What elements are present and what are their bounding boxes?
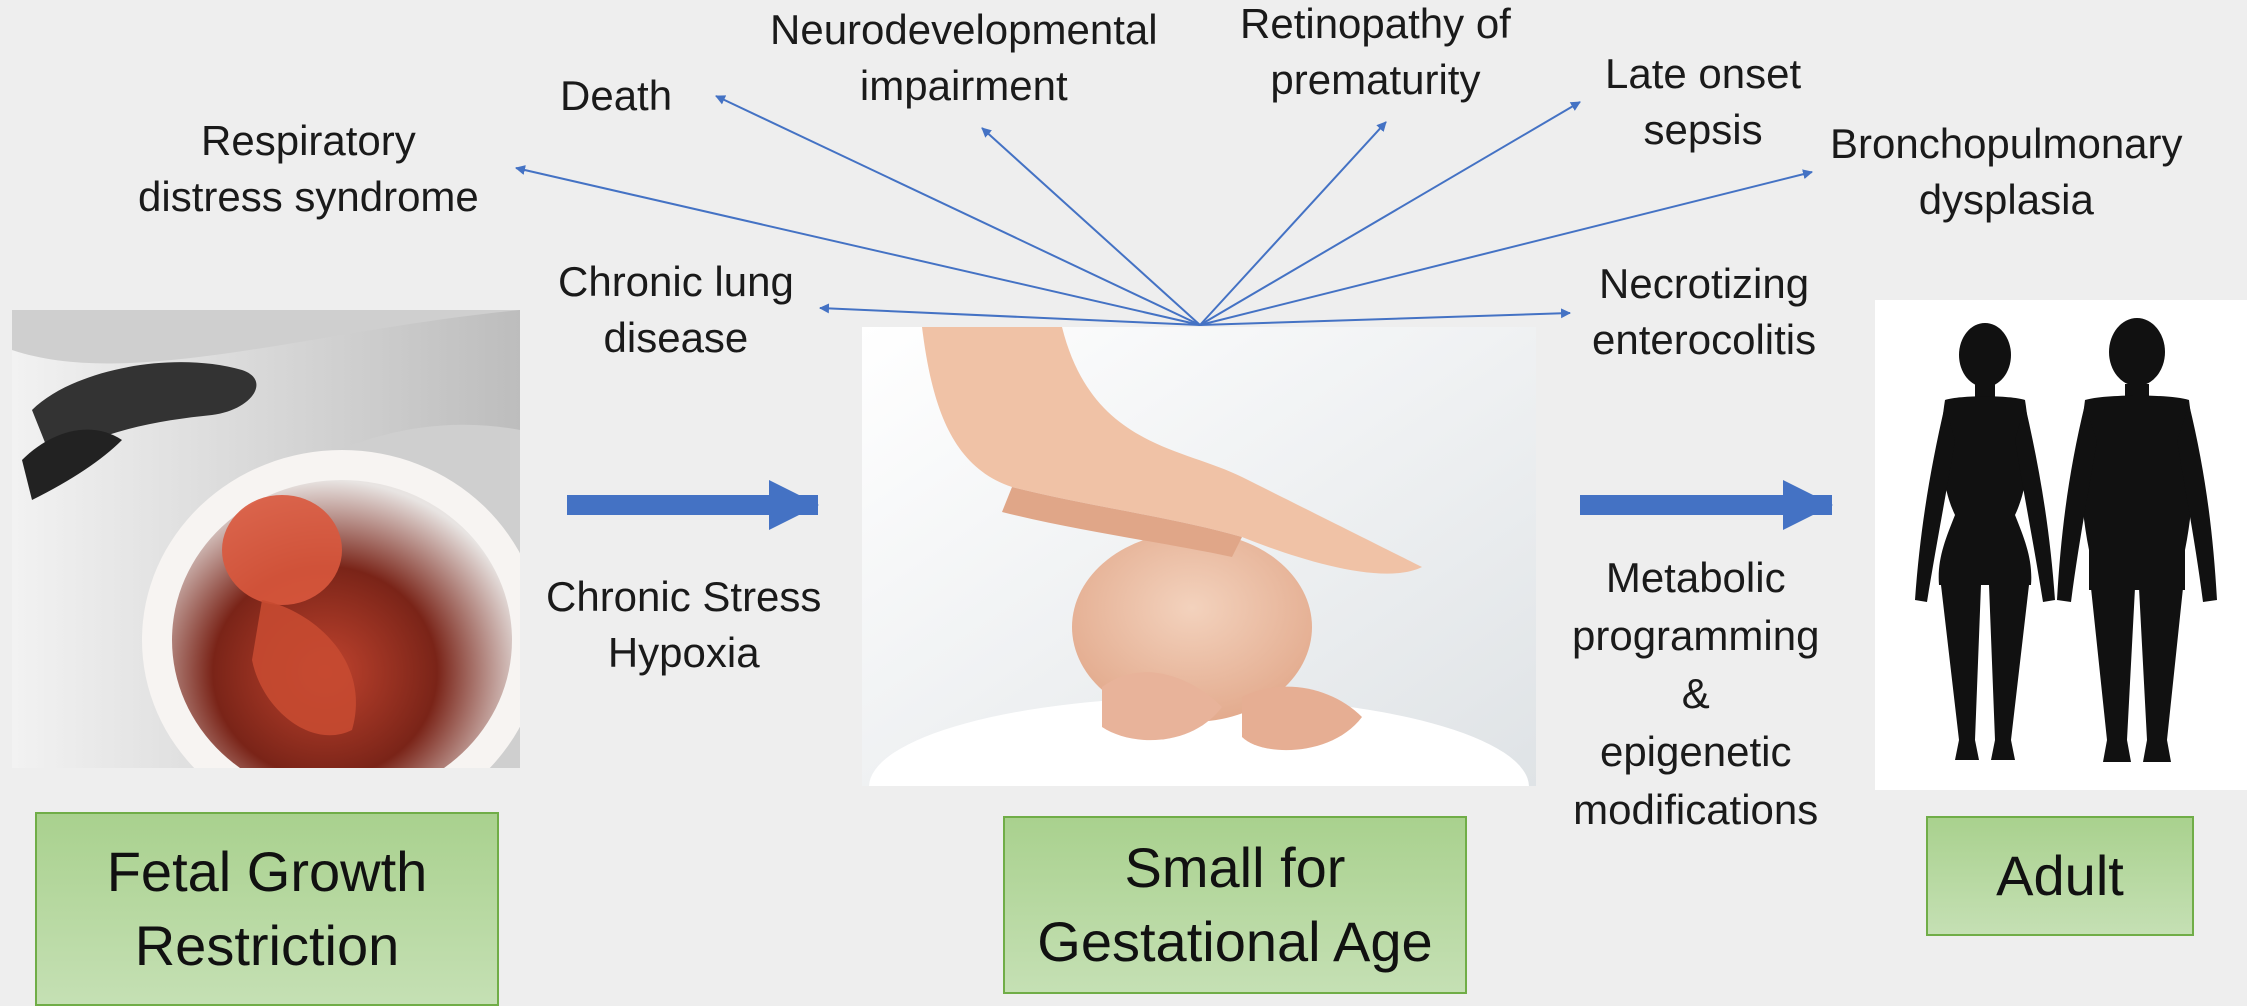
outcome-chronic-lung-disease: Chronic lungdisease <box>558 254 794 366</box>
stage-small-for-gestational-age: Small forGestational Age <box>1003 816 1467 994</box>
arrow-to-nec <box>1200 313 1570 325</box>
arrow-to-sepsis <box>1200 102 1580 325</box>
outcome-neurodevelopmental: Neurodevelopmentalimpairment <box>770 2 1158 114</box>
stage-fetal-growth-restriction: Fetal GrowthRestriction <box>35 812 499 1006</box>
outcome-bronchopulmonary-dysplasia: Bronchopulmonarydysplasia <box>1830 116 2183 228</box>
outcome-late-onset-sepsis: Late onsetsepsis <box>1605 46 1801 158</box>
arrow-to-neuro <box>982 128 1200 325</box>
fetus-image <box>12 310 520 768</box>
adult-silhouettes <box>1875 300 2247 790</box>
infant-photo <box>862 327 1536 786</box>
outcome-respiratory-distress: Respiratorydistress syndrome <box>138 113 479 225</box>
outcome-death: Death <box>560 68 672 124</box>
transition-metabolic-programming: Metabolic programming & epigenetic modif… <box>1572 549 1819 839</box>
adults-image <box>1875 300 2247 790</box>
stage-adult: Adult <box>1926 816 2194 936</box>
infant-image <box>862 327 1536 786</box>
outcome-necrotizing-enterocolitis: Necrotizingenterocolitis <box>1592 256 1816 368</box>
arrow-to-retinopathy <box>1200 122 1386 325</box>
arrow-to-chronic-lung <box>820 308 1200 325</box>
transition-chronic-stress-hypoxia: Chronic StressHypoxia <box>546 569 821 681</box>
fetus-illustration <box>12 310 520 768</box>
outcome-retinopathy: Retinopathy ofprematurity <box>1240 0 1511 108</box>
